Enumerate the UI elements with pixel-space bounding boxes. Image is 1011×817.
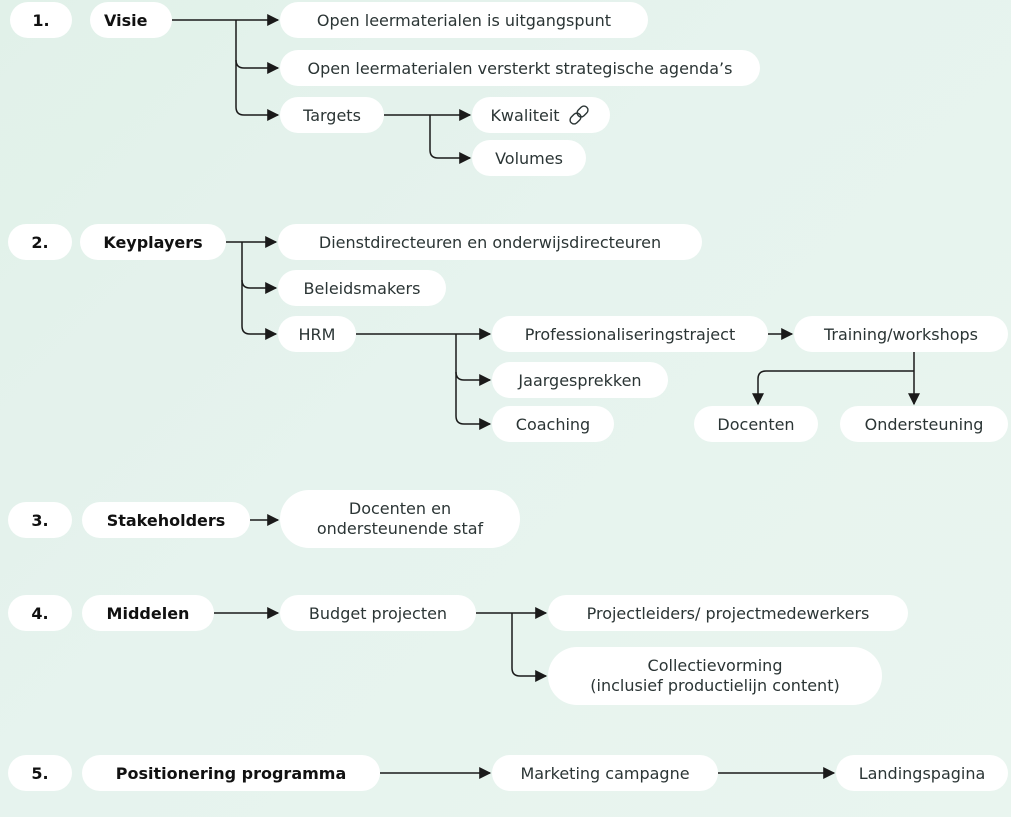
node-volumes: Volumes	[472, 140, 586, 176]
node-training: Training/workshops	[794, 316, 1008, 352]
node-professionalisering: Professionaliseringstraject	[492, 316, 768, 352]
kwaliteit-label: Kwaliteit	[490, 105, 560, 125]
section-1-title: Visie	[90, 2, 172, 38]
node-coaching: Coaching	[492, 406, 614, 442]
node-kwaliteit: Kwaliteit	[472, 97, 610, 133]
node-beleidsmakers: Beleidsmakers	[278, 270, 446, 306]
node-projectleiders: Projectleiders/ projectmedewerkers	[548, 595, 908, 631]
node-landingspagina: Landingspagina	[836, 755, 1008, 791]
node-targets: Targets	[280, 97, 384, 133]
section-5-title: Positionering programma	[82, 755, 380, 791]
section-2-number: 2.	[8, 224, 72, 260]
node-docenten: Docenten	[694, 406, 818, 442]
section-3-number: 3.	[8, 502, 72, 538]
node-collectievorming: Collectievorming (inclusief productielij…	[548, 647, 882, 705]
node-budget: Budget projecten	[280, 595, 476, 631]
stakeholders-line2: ondersteunende staf	[316, 519, 484, 538]
node-versterkt: Open leermaterialen versterkt strategisc…	[280, 50, 760, 86]
node-marketing: Marketing campagne	[492, 755, 718, 791]
section-2-title: Keyplayers	[80, 224, 226, 260]
node-directeuren: Dienstdirecteuren en onderwijsdirecteure…	[278, 224, 702, 260]
node-jaargesprekken: Jaargesprekken	[492, 362, 668, 398]
node-uitgangspunt: Open leermaterialen is uitgangspunt	[280, 2, 648, 38]
section-4-title: Middelen	[82, 595, 214, 631]
collectie-line1: Collectievorming	[647, 656, 783, 675]
link-icon	[566, 104, 592, 126]
section-4-number: 4.	[8, 595, 72, 631]
collectie-line2: (inclusief productielijn content)	[590, 676, 840, 695]
section-5-number: 5.	[8, 755, 72, 791]
node-stakeholders-staf: Docenten en ondersteunende staf	[280, 490, 520, 548]
stakeholders-line1: Docenten en	[348, 499, 452, 518]
node-ondersteuning: Ondersteuning	[840, 406, 1008, 442]
section-1-number: 1.	[10, 2, 72, 38]
node-hrm: HRM	[278, 316, 356, 352]
section-3-title: Stakeholders	[82, 502, 250, 538]
